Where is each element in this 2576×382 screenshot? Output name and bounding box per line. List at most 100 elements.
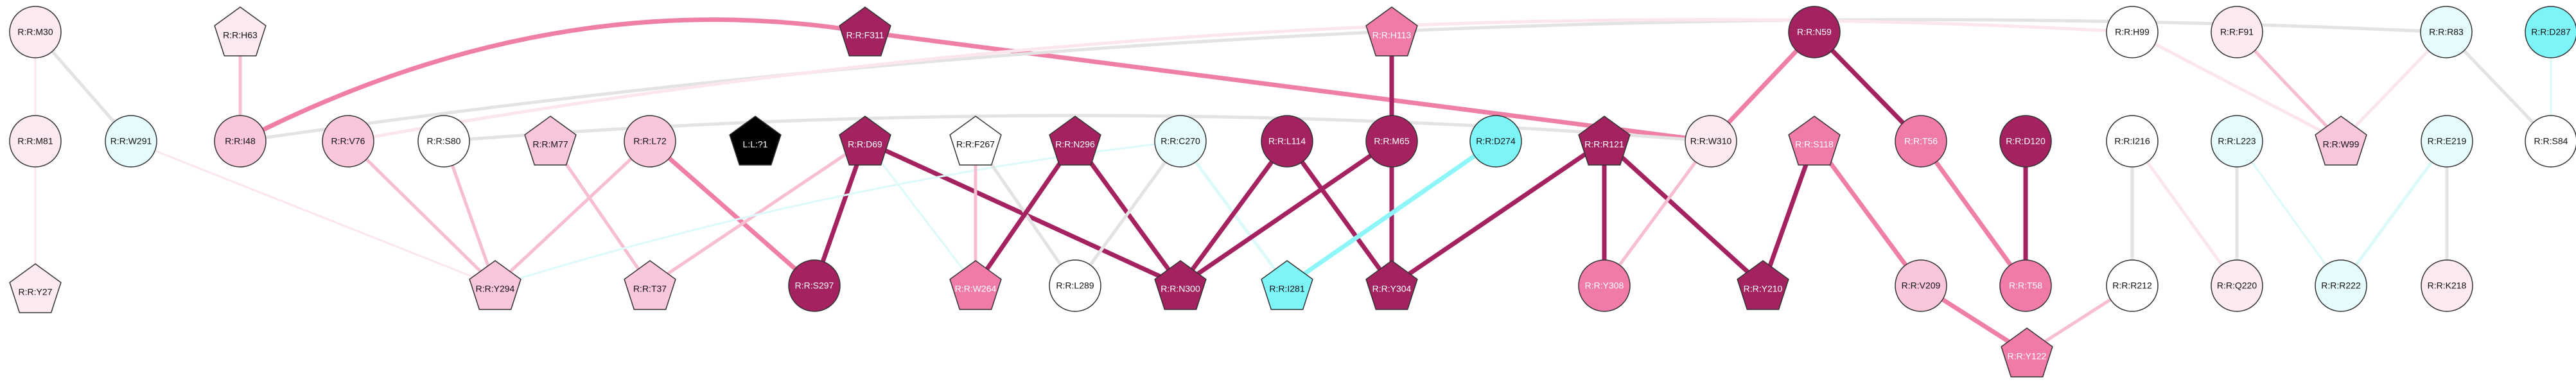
circle-node-shape (322, 115, 374, 168)
node-label: R:R:Y294 (476, 284, 515, 294)
node-d120[interactable]: R:R:D120 (1999, 115, 2052, 168)
node-label: R:R:M65 (1374, 136, 1409, 146)
pentagon-node-shape (524, 116, 577, 166)
node-label: R:R:T37 (633, 284, 667, 294)
node-m30[interactable]: R:R:M30 (9, 6, 62, 58)
node-w310[interactable]: R:R:W310 (1685, 115, 1737, 168)
node-w264[interactable]: R:R:W264 (949, 260, 1002, 310)
node-i216[interactable]: R:R:I216 (2106, 115, 2159, 168)
pentagon-node-shape (9, 263, 62, 313)
node-label: R:R:R121 (1584, 139, 1624, 150)
node-label: R:R:V76 (331, 136, 365, 146)
node-m65[interactable]: R:R:M65 (1365, 115, 1418, 168)
node-label: R:R:M30 (17, 27, 53, 37)
node-c270[interactable]: R:R:C270 (1154, 115, 1207, 168)
node-f267[interactable]: R:R:F267 (949, 116, 1002, 166)
node-label: R:R:T56 (1904, 136, 1938, 146)
node-label: R:R:I216 (2114, 136, 2150, 146)
node-l114[interactable]: R:R:L114 (1261, 115, 1313, 168)
node-d274[interactable]: R:R:D274 (1469, 115, 1522, 168)
edge-w310-y308 (1602, 139, 1713, 288)
node-l289[interactable]: R:R:L289 (1049, 259, 1101, 312)
node-t56[interactable]: R:R:T56 (1895, 115, 1947, 168)
circle-node-shape (1261, 115, 1313, 168)
node-label: R:R:L114 (1268, 136, 1306, 146)
nodes-layer: R:R:M30R:R:M81R:R:Y27R:R:W291R:R:H63R:R:… (9, 6, 2576, 378)
circle-node-shape (1999, 115, 2052, 168)
node-label: R:R:N59 (1797, 27, 1832, 37)
node-label: R:R:H113 (1372, 30, 1412, 40)
node-t58[interactable]: R:R:T58 (1999, 259, 2052, 312)
node-r222[interactable]: R:R:R222 (2315, 259, 2367, 312)
node-y122[interactable]: R:R:Y122 (2001, 327, 2053, 378)
edge-l223-r222 (2236, 140, 2342, 287)
node-y294[interactable]: R:R:Y294 (469, 260, 521, 310)
node-t37[interactable]: R:R:T37 (624, 260, 676, 310)
node-y27[interactable]: R:R:Y27 (9, 263, 62, 313)
pentagon-node-shape (2315, 116, 2367, 166)
node-y308[interactable]: R:R:Y308 (1578, 259, 1631, 312)
node-r83[interactable]: R:R:R83 (2420, 6, 2473, 58)
circle-node-shape (1578, 259, 1631, 312)
edge-r121-y304 (1389, 139, 1607, 288)
node-q220[interactable]: R:R:Q220 (2211, 259, 2263, 312)
node-label: R:R:T58 (2009, 281, 2042, 291)
node-label: R:R:S118 (1795, 139, 1834, 150)
pentagon-node-shape (1737, 260, 1789, 310)
node-label: R:R:M81 (17, 136, 53, 146)
circle-node-shape (2106, 115, 2159, 168)
node-label: R:R:W99 (2323, 139, 2360, 150)
circle-node-shape (2421, 259, 2473, 312)
node-v209[interactable]: R:R:V209 (1895, 259, 1947, 312)
node-n300[interactable]: R:R:N300 (1154, 260, 1207, 310)
circle-node-shape (2420, 6, 2473, 58)
node-y210[interactable]: R:R:Y210 (1737, 260, 1789, 310)
node-f91[interactable]: R:R:F91 (2211, 6, 2263, 58)
node-s118[interactable]: R:R:S118 (1788, 116, 1841, 166)
circle-node-shape (624, 115, 676, 168)
node-label: R:R:Q220 (2217, 281, 2257, 291)
node-label: R:R:I48 (225, 136, 256, 146)
circle-node-shape (2421, 115, 2473, 168)
node-n296[interactable]: R:R:N296 (1049, 116, 1101, 166)
pentagon-node-shape (729, 116, 782, 166)
edge-d274-i281 (1284, 139, 1498, 288)
edge-l114-y304 (1284, 139, 1394, 288)
node-s297[interactable]: R:R:S297 (788, 259, 841, 312)
edge-m77-t37 (548, 139, 652, 288)
node-y304[interactable]: R:R:Y304 (1365, 260, 1418, 310)
node-i48[interactable]: R:R:I48 (214, 115, 267, 168)
node-r212[interactable]: R:R:R212 (2106, 259, 2159, 312)
node-k218[interactable]: R:R:K218 (2421, 259, 2473, 312)
node-f311[interactable]: R:R:F311 (839, 6, 891, 56)
circle-node-shape (2211, 115, 2263, 168)
node-l72[interactable]: R:R:L72 (624, 115, 676, 168)
node-m81[interactable]: R:R:M81 (9, 115, 62, 168)
node-w99[interactable]: R:R:W99 (2315, 116, 2367, 166)
circle-node-shape (788, 259, 841, 312)
pentagon-node-shape (624, 260, 676, 310)
pentagon-node-shape (469, 260, 521, 310)
node-label: R:R:L289 (1056, 281, 1094, 291)
node-r121[interactable]: R:R:R121 (1578, 116, 1631, 166)
edge-d69-w264 (864, 140, 977, 287)
node-n59[interactable]: R:R:N59 (1788, 6, 1841, 58)
node-v76[interactable]: R:R:V76 (322, 115, 374, 168)
pentagon-node-shape (1154, 260, 1207, 310)
node-l71[interactable]: L:L:?1 (729, 116, 782, 166)
node-i281[interactable]: R:R:I281 (1261, 260, 1313, 310)
node-label: R:R:L223 (2218, 136, 2256, 146)
node-d69[interactable]: R:R:D69 (839, 116, 891, 166)
node-s84[interactable]: R:R:S84 (2525, 115, 2576, 168)
node-w291[interactable]: R:R:W291 (105, 115, 157, 168)
pentagon-node-shape (949, 260, 1002, 310)
node-l223[interactable]: R:R:L223 (2211, 115, 2263, 168)
node-h63[interactable]: R:R:H63 (214, 6, 267, 56)
node-m77[interactable]: R:R:M77 (524, 116, 577, 166)
node-h99[interactable]: R:R:H99 (2106, 6, 2159, 58)
node-d287[interactable]: R:R:D287 (2525, 6, 2576, 58)
node-h113[interactable]: R:R:H113 (1365, 6, 1418, 56)
node-e219[interactable]: R:R:E219 (2421, 115, 2473, 168)
edge-l72-y294 (493, 139, 652, 288)
node-s80[interactable]: R:R:S80 (417, 115, 470, 168)
